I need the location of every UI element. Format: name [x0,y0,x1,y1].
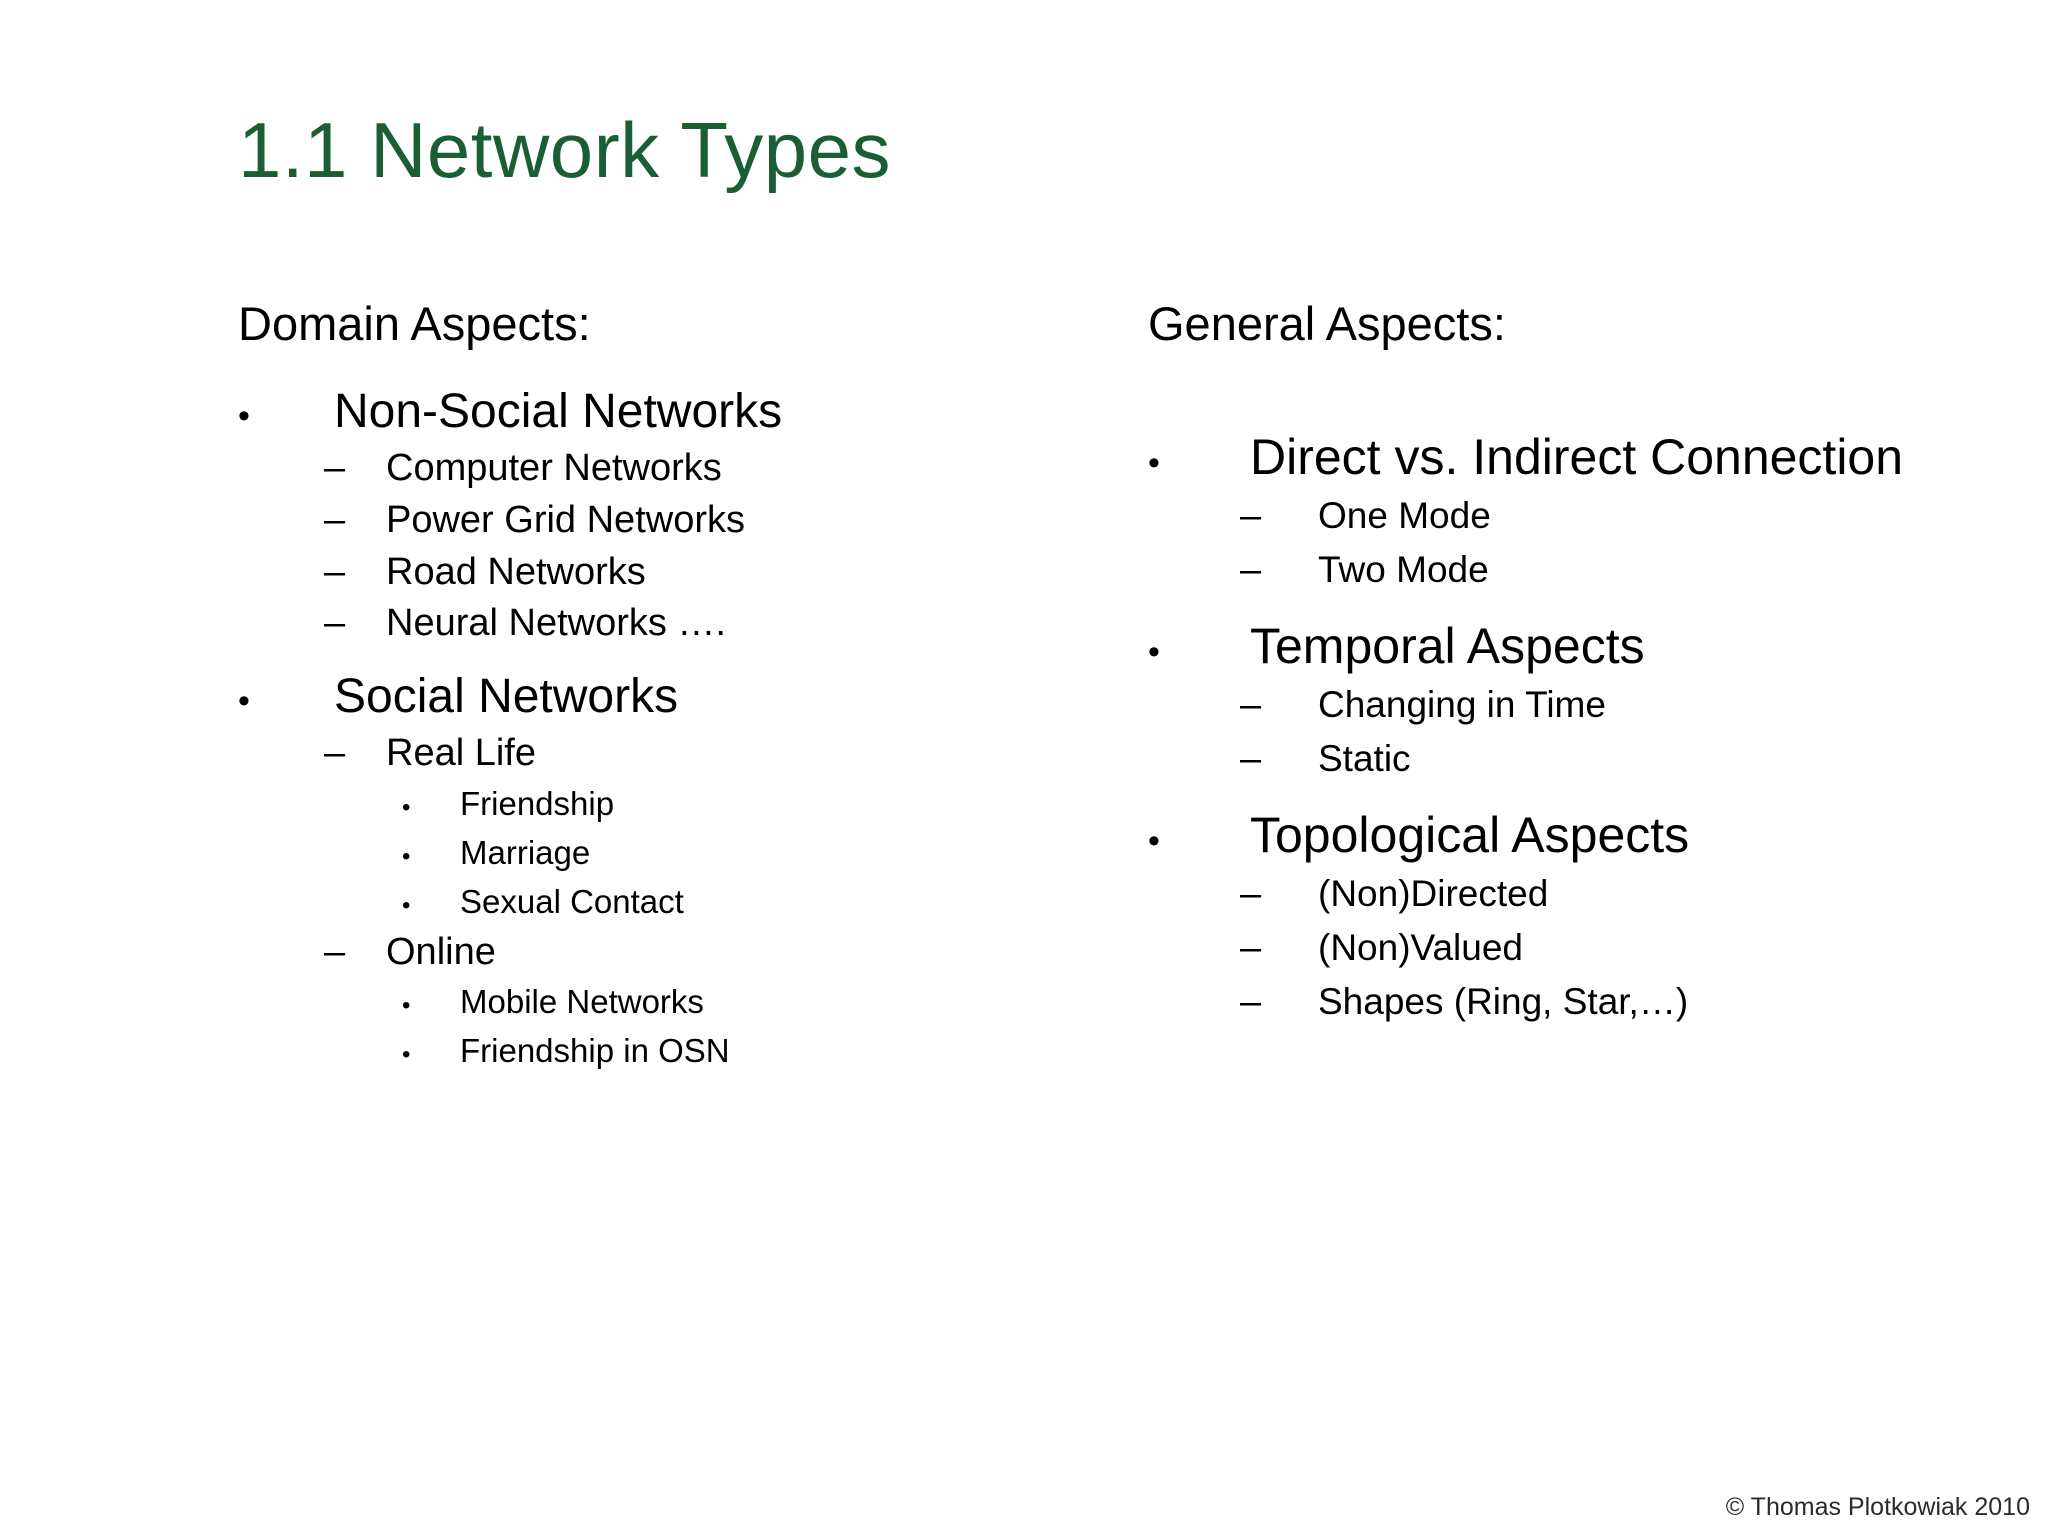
bullet-marker-icon: • [402,891,411,919]
bullet-marker-icon: – [1240,737,1262,780]
list-item: –Power Grid Networks [324,495,1018,547]
bullet-marker-icon: • [1148,444,1160,482]
domain-aspects-column: Domain Aspects: •Non-Social Networks–Com… [238,300,1018,1076]
list-item-label: Changing in Time [1318,683,1606,725]
list-item: • Friendship [402,780,1018,829]
list-item-label: Topological Aspects [1250,806,1690,863]
list-item: • Topological Aspects [1148,803,2048,868]
list-item-label: Friendship in OSN [460,1032,730,1070]
general-aspects-column: General Aspects: • Direct vs. Indirect Co… [1148,300,2048,1030]
list-item: –Neural Networks …. [324,598,1018,650]
list-item-label: Two Mode [1318,548,1489,590]
list-item-label: One Mode [1318,495,1491,536]
list-item: • Direct vs. Indirect Connection [1148,425,2048,490]
list-item: –Real Life [324,728,1018,780]
list-item: – (Non)Valued [1240,922,2048,976]
list-item-label: Static [1318,737,1411,779]
list-item: –Road Networks [324,547,1018,599]
list-gap [238,650,1018,666]
list-item: • Mobile Networks [402,978,1018,1027]
bullet-marker-icon: • [238,682,250,721]
general-aspects-list: • Direct vs. Indirect Connection – One Mode… [1148,425,2048,1030]
list-item: – Changing in Time [1240,679,2048,733]
list-item: – Two Mode [1240,544,2048,598]
bullet-marker-icon: – [324,499,346,542]
bullet-marker-icon: – [324,447,346,490]
list-item-label: Shapes (Ring, Star,…) [1318,980,1689,1022]
list-item-label: Sexual Contact [460,882,684,920]
list-item-label: (Non)Valued [1318,926,1523,968]
list-item: – (Non)Directed [1240,868,2048,922]
bullet-marker-icon: – [324,550,346,593]
list-item: • Friendship in OSN [402,1027,1018,1076]
list-item: –Online [324,927,1018,979]
list-gap [1148,787,2048,803]
list-item-label: Direct vs. Indirect Connection [1250,429,1904,485]
domain-aspects-heading: Domain Aspects: [238,297,591,350]
bullet-marker-icon: • [1148,632,1160,671]
list-item-label: Real Life [386,732,536,775]
list-item: –Computer Networks [324,443,1018,495]
domain-aspects-list: •Non-Social Networks–Computer Networks–P… [238,381,1018,1076]
list-item-label: Mobile Networks [460,983,704,1021]
bullet-marker-icon: • [1148,821,1160,860]
bullet-marker-icon: – [324,732,346,775]
list-item: – Shapes (Ring, Star,…) [1240,976,2048,1030]
list-item: • Sexual Contact [402,878,1018,927]
list-item-label: Social Networks [334,670,679,724]
general-aspects-heading: General Aspects: [1148,297,1506,350]
bullet-marker-icon: • [238,397,250,435]
list-item-label: Non-Social Networks [334,385,783,438]
right-column-gap [1148,381,2048,425]
list-item-label: Online [386,930,496,973]
bullet-marker-icon: – [1240,980,1262,1023]
list-item-label: Neural Networks …. [386,602,726,645]
bullet-marker-icon: – [1240,683,1262,726]
bullet-marker-icon: – [1240,926,1262,969]
copyright-footer: © Thomas Plotkowiak 2010 [1725,1493,2030,1521]
list-item: • Temporal Aspects [1148,614,2048,679]
bullet-marker-icon: • [402,842,411,870]
list-item-label: (Non)Directed [1318,872,1549,914]
list-item: – Static [1240,733,2048,787]
bullet-marker-icon: • [402,1041,411,1069]
bullet-marker-icon: – [324,930,346,973]
list-item: • Marriage [402,829,1018,878]
bullet-marker-icon: – [1240,495,1262,537]
list-item-label: Power Grid Networks [386,499,745,542]
list-item-label: Computer Networks [386,447,722,490]
list-item: – One Mode [1240,490,2048,544]
list-item-label: Temporal Aspects [1250,617,1645,674]
list-item-label: Friendship [460,785,615,823]
bullet-marker-icon: – [1240,872,1262,915]
bullet-marker-icon: • [402,794,411,822]
list-gap [1148,598,2048,614]
list-item-label: Road Networks [386,550,646,593]
bullet-marker-icon: – [1240,548,1262,591]
list-item: • Non-Social Networks [238,381,1018,443]
bullet-marker-icon: – [324,602,346,645]
bullet-marker-icon: • [402,992,411,1020]
page-title: 1.1 Network Types [238,106,892,195]
list-item-label: Marriage [460,833,591,871]
list-item: • Social Networks [238,666,1018,728]
